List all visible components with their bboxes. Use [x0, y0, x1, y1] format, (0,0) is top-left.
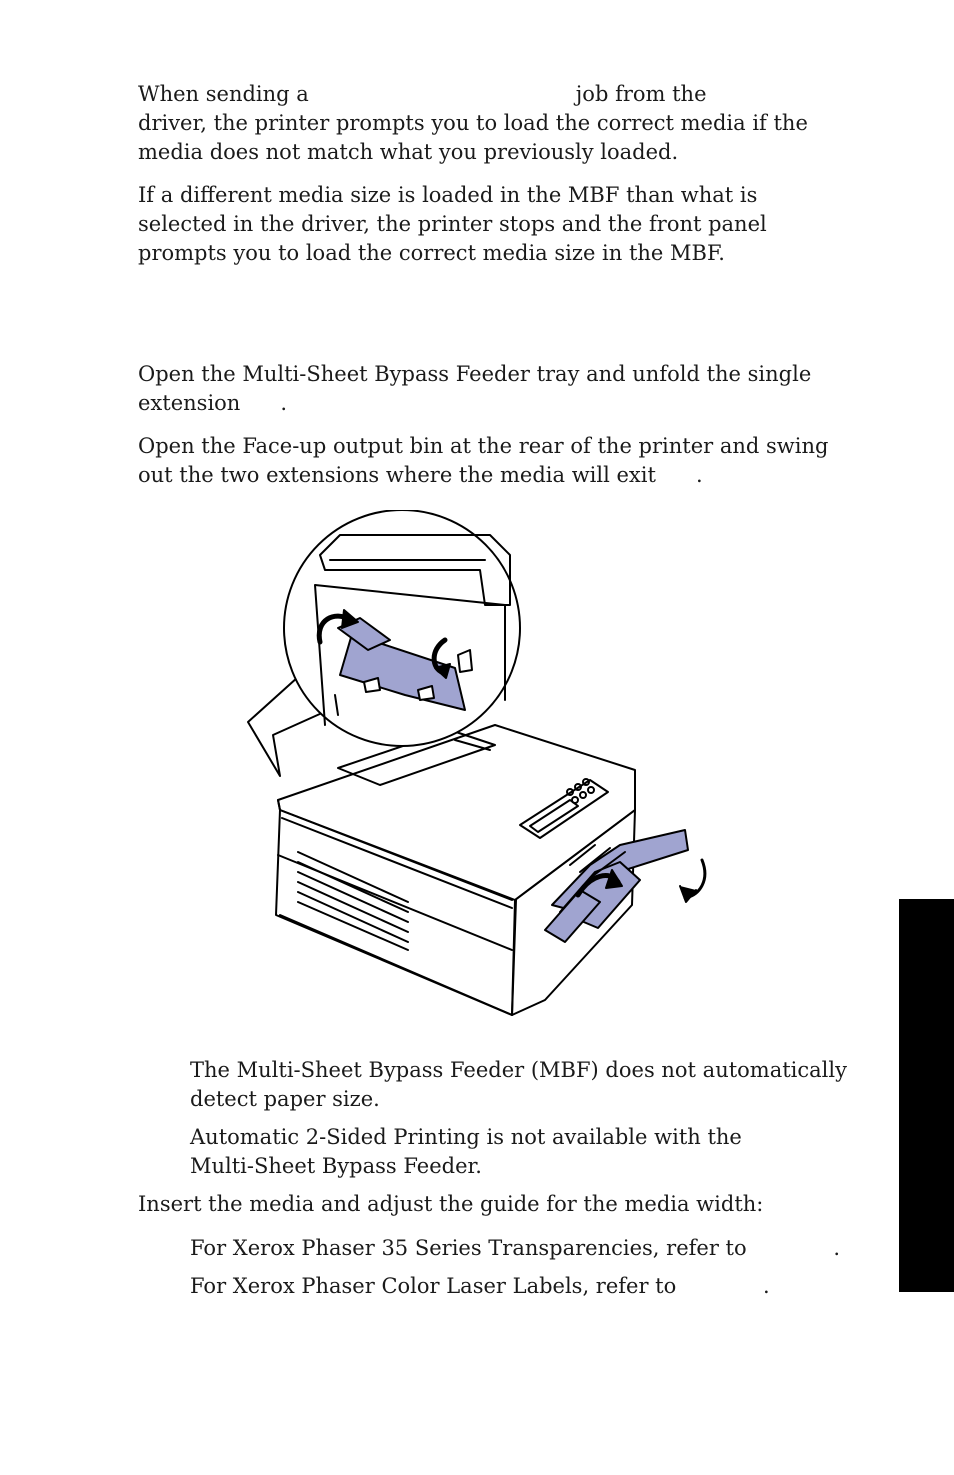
text-line: The Multi-Sheet Bypass Feeder (MBF) does…: [190, 1058, 847, 1082]
text-line: When sending a job from the: [138, 82, 707, 106]
step-3: Insert the media and adjust the guide fo…: [138, 1190, 868, 1219]
text-line: prompts you to load the correct media si…: [138, 241, 725, 265]
text-line: selected in the driver, the printer stop…: [138, 212, 767, 236]
note-duplex: Automatic 2-Sided Printing is not availa…: [190, 1123, 880, 1181]
text-line: If a different media size is loaded in t…: [138, 183, 758, 207]
section-tab: [899, 899, 954, 1292]
mbf-size-paragraph: If a different media size is loaded in t…: [138, 181, 868, 268]
step-2: Open the Face-up output bin at the rear …: [138, 432, 868, 490]
note-mbf-size: The Multi-Sheet Bypass Feeder (MBF) does…: [190, 1056, 880, 1114]
text-line: Multi-Sheet Bypass Feeder.: [190, 1154, 482, 1178]
text-line: extension .: [138, 391, 288, 415]
text-line: For Xerox Phaser 35 Series Transparencie…: [190, 1236, 841, 1260]
text-line: driver, the printer prompts you to load …: [138, 111, 808, 135]
text-line: Open the Face-up output bin at the rear …: [138, 434, 829, 458]
text-line: media does not match what you previously…: [138, 140, 679, 164]
text-line: Insert the media and adjust the guide fo…: [138, 1192, 764, 1216]
bullet-labels: For Xerox Phaser Color Laser Labels, ref…: [190, 1272, 880, 1301]
printer-illustration: [247, 510, 707, 1016]
bullet-transparencies: For Xerox Phaser 35 Series Transparencie…: [190, 1234, 880, 1263]
step-1: Open the Multi-Sheet Bypass Feeder tray …: [138, 360, 868, 418]
text-line: Open the Multi-Sheet Bypass Feeder tray …: [138, 362, 812, 386]
text-line: Automatic 2-Sided Printing is not availa…: [190, 1125, 742, 1149]
intro-paragraph: When sending a job from the driver, the …: [138, 80, 868, 167]
text-line: out the two extensions where the media w…: [138, 463, 703, 487]
text-line: For Xerox Phaser Color Laser Labels, ref…: [190, 1274, 770, 1298]
text-line: detect paper size.: [190, 1087, 380, 1111]
